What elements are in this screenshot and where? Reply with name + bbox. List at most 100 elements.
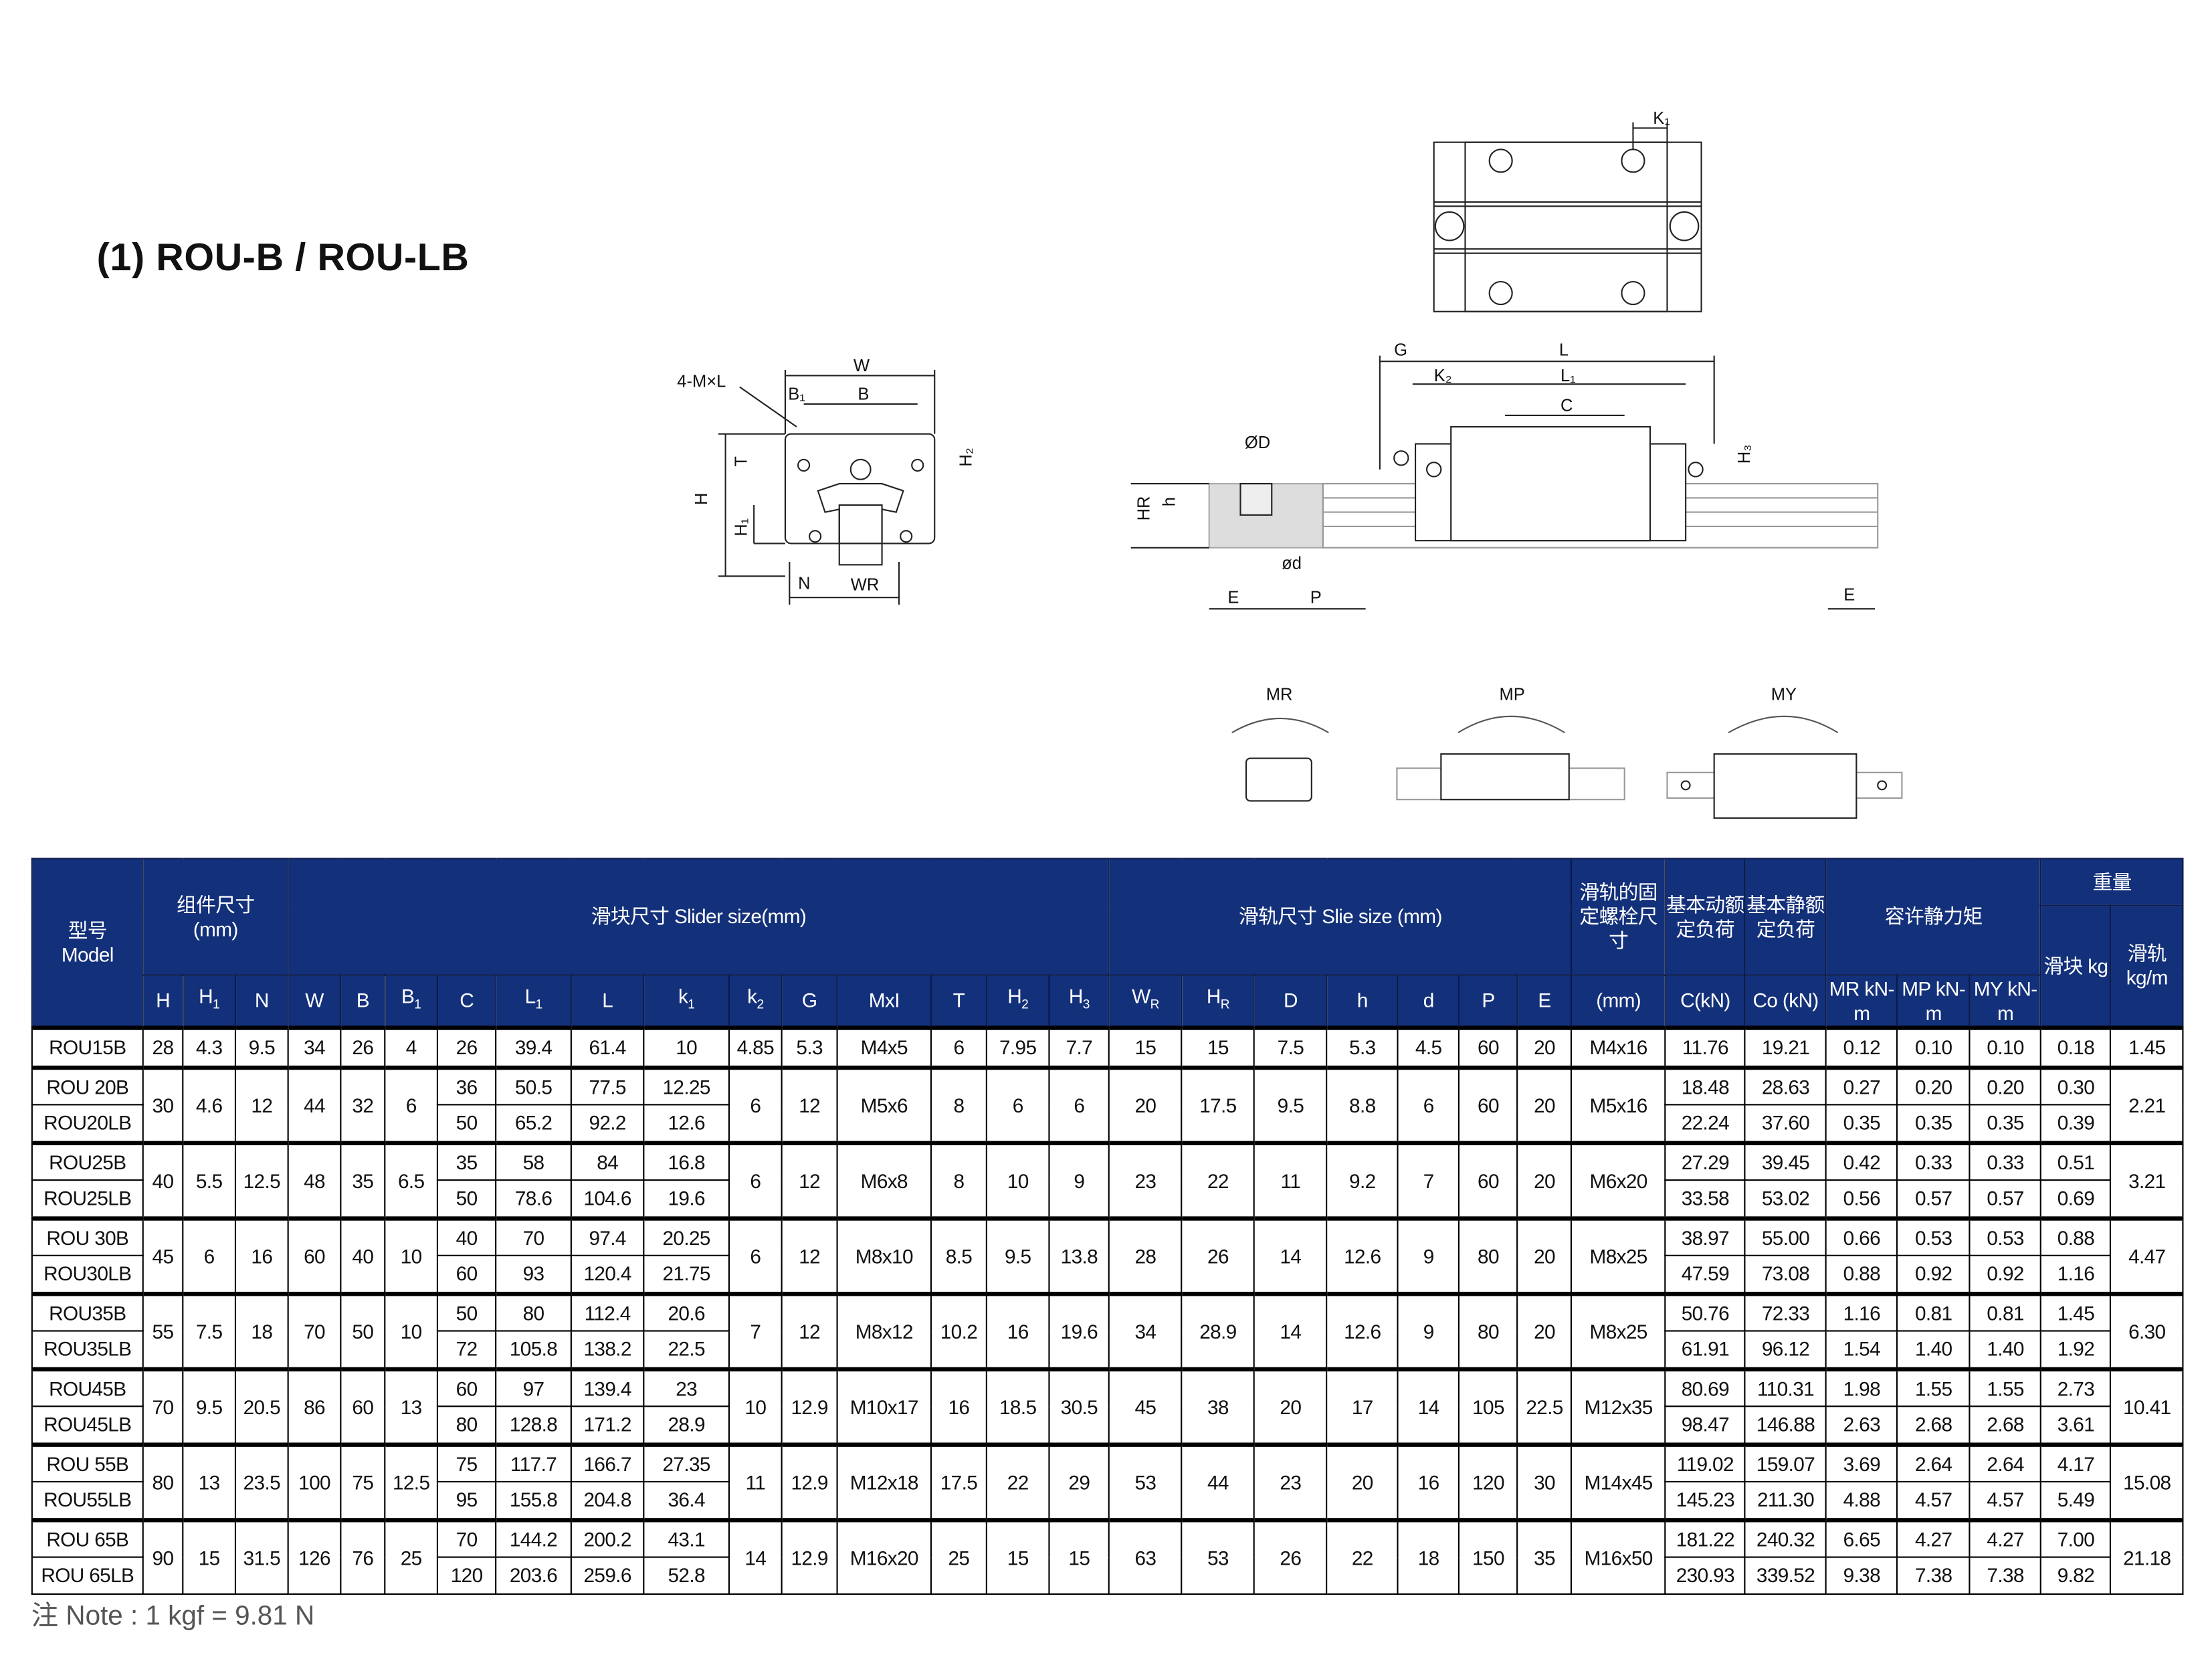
moment-mp-icon: MP	[1396, 685, 1625, 801]
cell-ckn: 50.76	[1664, 1291, 1746, 1332]
col-header-h2: H2	[985, 974, 1050, 1030]
cell-c: 50	[436, 1179, 497, 1219]
cell-my: 0.35	[1969, 1104, 2042, 1143]
cell-k1: 19.6	[643, 1179, 730, 1219]
cell-k1: 23	[643, 1366, 730, 1407]
label-c: C	[1561, 397, 1573, 415]
cell-ckn: 27.29	[1664, 1140, 1746, 1181]
cell-k1: 43.1	[643, 1517, 730, 1558]
label-h2: H₂	[957, 448, 976, 466]
cell-h: 55	[142, 1290, 184, 1369]
cell-mp: 4.27	[1896, 1517, 1971, 1558]
top-view-drawing: K₁	[1433, 109, 1702, 312]
cell-l1: 117.7	[495, 1442, 572, 1483]
cell-mr: 6.65	[1825, 1517, 1898, 1558]
cell-l: 259.6	[570, 1556, 645, 1594]
cell-t: 16	[930, 1366, 987, 1445]
cell-mr: 4.88	[1825, 1480, 1898, 1521]
cell-c: 70	[436, 1517, 497, 1558]
cell-bolt: M8x25	[1571, 1290, 1666, 1369]
cell-b1: 12.5	[384, 1442, 439, 1521]
cell-p: 60	[1458, 1026, 1518, 1068]
cell-model: ROU 30B	[31, 1215, 144, 1256]
cell-t: 17.5	[930, 1442, 987, 1521]
cell-co: 28.63	[1744, 1064, 1827, 1106]
cell-mr: 1.54	[1825, 1330, 1898, 1369]
col-header-h3: H3	[1048, 974, 1110, 1030]
cell-co: 73.08	[1744, 1254, 1827, 1294]
cell-bolt: M14x45	[1571, 1442, 1666, 1521]
cell-h3: 15	[1048, 1517, 1110, 1594]
cell-kg: 7.00	[2040, 1517, 2112, 1558]
cell-l: 104.6	[570, 1179, 645, 1219]
cell-p: 60	[1458, 1140, 1518, 1219]
cell-h1: 5.5	[182, 1140, 237, 1219]
label-h1: H₁	[732, 518, 751, 536]
cell-t: 8.5	[930, 1215, 987, 1294]
cell-h: 40	[142, 1140, 184, 1219]
cell-hr: 44	[1181, 1442, 1255, 1521]
cell-l1: 144.2	[495, 1517, 572, 1558]
cell-rail: 1.45	[2110, 1026, 2185, 1068]
cell-ckn: 11.76	[1664, 1026, 1746, 1068]
cell-t: 6	[930, 1026, 987, 1068]
cell-kg: 0.69	[2040, 1179, 2112, 1219]
cell-k1: 20.6	[643, 1291, 730, 1332]
cell-h: 45	[142, 1215, 184, 1294]
label-k2: K₂	[1434, 367, 1452, 385]
cell-mr: 0.56	[1825, 1179, 1898, 1219]
cell-t: 8	[930, 1140, 987, 1219]
cell-p: 60	[1458, 1064, 1518, 1143]
cell-h: 80	[142, 1442, 184, 1521]
cell-c: 50	[436, 1291, 497, 1332]
cell-h2: 22	[985, 1442, 1050, 1521]
cell-l: 112.4	[570, 1291, 645, 1332]
cell-my: 0.20	[1969, 1064, 2042, 1106]
cell-l: 120.4	[570, 1254, 645, 1294]
cell-rail: 6.30	[2110, 1290, 2185, 1369]
cell-kg: 0.30	[2040, 1064, 2112, 1106]
cell-h1: 7.5	[182, 1290, 237, 1369]
cell-kg: 0.39	[2040, 1104, 2112, 1143]
cell-e: 20	[1516, 1026, 1573, 1068]
cell-l1: 97	[495, 1366, 572, 1407]
cell-co: 110.31	[1744, 1366, 1827, 1407]
col-header-c: C	[436, 974, 497, 1030]
cell-model: ROU45LB	[31, 1405, 144, 1445]
cell-w: 70	[287, 1290, 342, 1369]
cell-h3: 29	[1048, 1442, 1110, 1521]
cell-co: 37.60	[1744, 1104, 1827, 1143]
cell-k1: 52.8	[643, 1556, 730, 1594]
cell-mxi: M4x5	[836, 1026, 932, 1068]
cell-h: 20	[1326, 1442, 1399, 1521]
cell-l1: 105.8	[495, 1330, 572, 1369]
cell-h: 90	[142, 1517, 184, 1594]
col-header-w: W	[287, 974, 342, 1030]
cell-l: 138.2	[570, 1330, 645, 1369]
cell-mr: 9.38	[1825, 1556, 1898, 1594]
cell-d: 14	[1253, 1290, 1328, 1369]
cell-h: 70	[142, 1366, 184, 1445]
cell-c: 80	[436, 1405, 497, 1445]
cell-wr: 34	[1108, 1290, 1183, 1369]
cell-b1: 6.5	[384, 1140, 439, 1219]
cell-l: 61.4	[570, 1026, 645, 1068]
cell-ckn: 230.93	[1664, 1556, 1746, 1594]
label-h-small: h	[1161, 497, 1179, 506]
cell-g: 12	[781, 1215, 838, 1294]
label-p: P	[1310, 589, 1322, 607]
cell-k1: 36.4	[643, 1480, 730, 1521]
col-header-b1: B1	[384, 974, 439, 1030]
cell-d: 4.5	[1397, 1026, 1460, 1068]
label-4-mxl: 4-M×L	[677, 372, 726, 391]
cell-b: 75	[340, 1442, 386, 1521]
cell-ckn: 119.02	[1664, 1442, 1746, 1483]
header-slider-weight: 滑块 kg	[2040, 904, 2112, 1029]
cell-k2: 7	[728, 1290, 783, 1369]
cell-model: ROU 65LB	[31, 1556, 144, 1594]
